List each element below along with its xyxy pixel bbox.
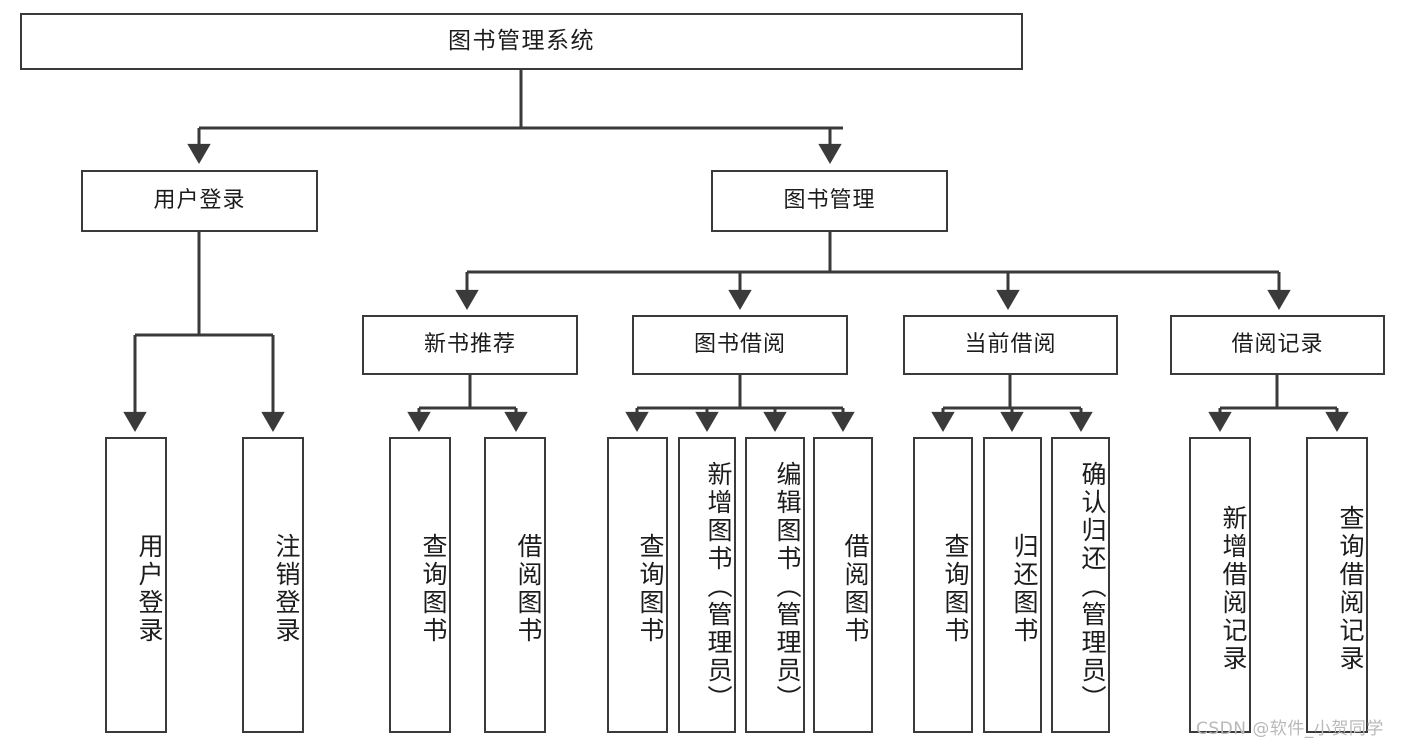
node-book-borrow[interactable]: 图书借阅 — [632, 315, 848, 375]
leaf-query-book-borrow[interactable]: 查询图书 — [607, 437, 668, 733]
node-user-login[interactable]: 用户登录 — [81, 170, 318, 232]
node-borrow-record[interactable]: 借阅记录 — [1170, 315, 1385, 375]
leaf-add-book-admin[interactable]: 新增图书（管理员） — [678, 437, 736, 733]
leaf-query-book-recommend[interactable]: 查询图书 — [389, 437, 451, 733]
csdn-watermark: CSDN @软件_小贺同学 — [1196, 719, 1384, 739]
leaf-add-borrow-record[interactable]: 新增借阅记录 — [1189, 437, 1251, 733]
leaf-return-book[interactable]: 归还图书 — [983, 437, 1042, 733]
node-new-book-recommend[interactable]: 新书推荐 — [362, 315, 578, 375]
leaf-borrow-book-recommend[interactable]: 借阅图书 — [484, 437, 546, 733]
leaf-user-logout[interactable]: 注销登录 — [242, 437, 304, 733]
leaf-user-login[interactable]: 用户登录 — [105, 437, 167, 733]
leaf-query-borrow-record[interactable]: 查询借阅记录 — [1306, 437, 1368, 733]
node-current-borrow[interactable]: 当前借阅 — [903, 315, 1118, 375]
node-root-system[interactable]: 图书管理系统 — [20, 13, 1023, 70]
leaf-borrow-book[interactable]: 借阅图书 — [813, 437, 873, 733]
leaf-edit-book-admin[interactable]: 编辑图书（管理员） — [745, 437, 805, 733]
leaf-confirm-return-admin[interactable]: 确认归还（管理员） — [1051, 437, 1110, 733]
leaf-query-book-current[interactable]: 查询图书 — [913, 437, 973, 733]
node-book-manage[interactable]: 图书管理 — [711, 170, 948, 232]
